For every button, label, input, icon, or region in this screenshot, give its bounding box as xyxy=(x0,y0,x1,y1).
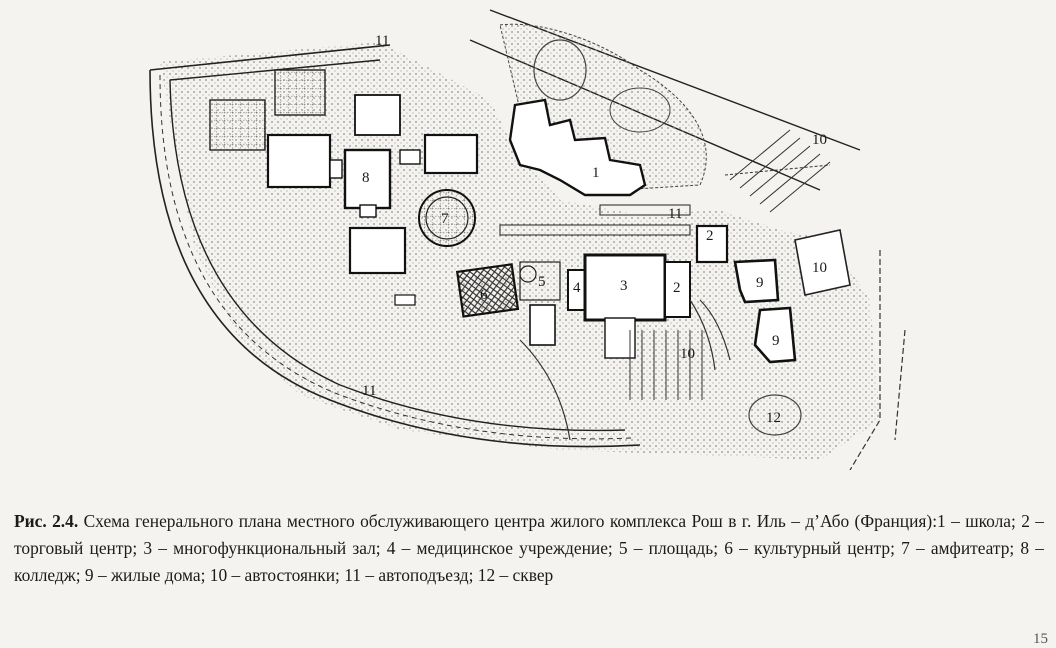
label-10-top: 10 xyxy=(812,132,827,148)
figure-caption: Рис. 2.4. Схема генерального плана местн… xyxy=(14,508,1044,589)
figure-label: Рис. 2.4. xyxy=(14,511,79,531)
amphitheatre xyxy=(418,189,476,247)
site-ground xyxy=(160,42,880,460)
school-building xyxy=(508,98,647,197)
label-9-top: 9 xyxy=(756,275,764,291)
label-11-bottom: 11 xyxy=(362,383,376,399)
caption-text: Схема генерального плана местного обслуж… xyxy=(14,511,1044,585)
label-10-right: 10 xyxy=(812,260,827,276)
park-square xyxy=(748,394,802,436)
perimeter-road xyxy=(149,44,641,448)
label-11-top: 11 xyxy=(375,33,389,49)
parking-north xyxy=(724,129,831,213)
perimeter-road-dash xyxy=(159,74,633,440)
housing-a xyxy=(733,258,780,304)
label-5: 5 xyxy=(538,274,546,290)
parking-south xyxy=(629,330,703,400)
label-12: 12 xyxy=(766,410,781,426)
label-3: 3 xyxy=(620,278,628,294)
label-4: 4 xyxy=(573,280,581,296)
label-6: 6 xyxy=(480,287,488,303)
label-2: 2 xyxy=(673,280,681,296)
east-road xyxy=(849,250,906,471)
label-10-bottom: 10 xyxy=(680,346,695,362)
park-north xyxy=(499,23,707,191)
label-1: 1 xyxy=(592,165,600,181)
label-7: 7 xyxy=(441,211,449,227)
label-8: 8 xyxy=(362,170,370,186)
label-9-bottom: 9 xyxy=(772,333,780,349)
site-plan-diagram: 11 1 8 7 11 10 2 10 6 5 4 3 2 9 9 10 11 … xyxy=(149,9,906,471)
housing-b xyxy=(753,306,797,364)
label-11-mid: 11 xyxy=(668,206,682,222)
parking-east xyxy=(794,229,851,296)
label-2-top: 2 xyxy=(706,228,714,244)
culture-center xyxy=(455,263,520,318)
page-number: 15 xyxy=(1033,631,1048,647)
